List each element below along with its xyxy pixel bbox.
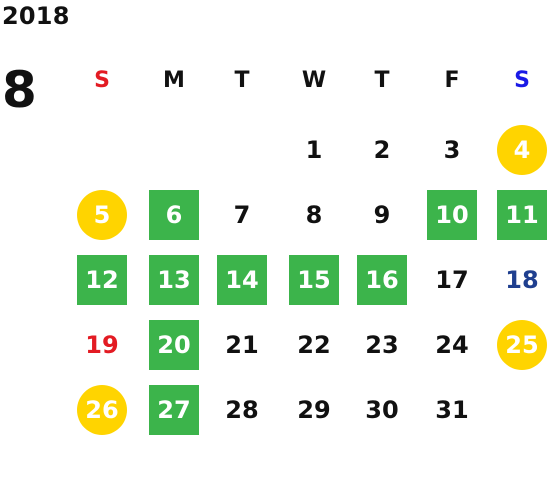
day-cell[interactable]	[146, 122, 202, 178]
day-cell[interactable]: 3	[424, 122, 480, 178]
day-number: 10	[427, 190, 477, 240]
day-cell[interactable]	[214, 122, 270, 178]
day-cell-highlighted[interactable]: 15	[286, 252, 342, 308]
day-cell[interactable]	[494, 382, 548, 438]
day-number: 4	[497, 125, 547, 175]
day-number: 16	[357, 255, 407, 305]
day-number: 31	[435, 396, 469, 424]
day-number: 3	[443, 136, 461, 164]
day-cell-highlighted[interactable]: 10	[424, 187, 480, 243]
year-label: 2018	[2, 2, 70, 30]
day-cell-highlighted[interactable]: 12	[74, 252, 130, 308]
day-number: 26	[77, 385, 127, 435]
day-number	[149, 125, 199, 175]
day-cell[interactable]: 29	[286, 382, 342, 438]
weekday-wednesday: W	[301, 67, 327, 93]
day-number: 27	[149, 385, 199, 435]
day-cell[interactable]: 24	[424, 317, 480, 373]
day-number: 14	[217, 255, 267, 305]
day-cell[interactable]: 8	[286, 187, 342, 243]
day-cell-highlighted[interactable]: 20	[146, 317, 202, 373]
weekday-sunday: S	[94, 67, 110, 93]
day-cell[interactable]: 28	[214, 382, 270, 438]
day-number: 17	[435, 266, 469, 294]
weekday-friday: F	[444, 67, 460, 93]
day-cell[interactable]: 21	[214, 317, 270, 373]
day-cell[interactable]: 23	[354, 317, 410, 373]
day-cell-highlighted[interactable]: 13	[146, 252, 202, 308]
day-cell-highlighted[interactable]: 27	[146, 382, 202, 438]
day-number	[217, 125, 267, 175]
day-cell[interactable]: 31	[424, 382, 480, 438]
day-number: 25	[497, 320, 547, 370]
day-number: 12	[77, 255, 127, 305]
day-number: 28	[225, 396, 259, 424]
weekday-tuesday: T	[234, 67, 250, 93]
day-cell-highlighted[interactable]: 11	[494, 187, 548, 243]
day-cell-highlighted[interactable]: 6	[146, 187, 202, 243]
day-cell[interactable]: 30	[354, 382, 410, 438]
day-number: 11	[497, 190, 547, 240]
day-cell-highlighted[interactable]: 16	[354, 252, 410, 308]
day-number	[497, 385, 547, 435]
day-number: 20	[149, 320, 199, 370]
day-cell-holiday[interactable]: 4	[494, 122, 548, 178]
day-number: 18	[505, 266, 539, 294]
day-number: 15	[289, 255, 339, 305]
day-number	[77, 125, 127, 175]
day-number: 13	[149, 255, 199, 305]
day-cell[interactable]: 22	[286, 317, 342, 373]
day-cell[interactable]	[74, 122, 130, 178]
day-number: 22	[297, 331, 331, 359]
day-number: 21	[225, 331, 259, 359]
day-number: 2	[373, 136, 391, 164]
day-cell[interactable]: 18	[494, 252, 548, 308]
day-number: 30	[365, 396, 399, 424]
day-number: 1	[305, 136, 323, 164]
day-cell-holiday[interactable]: 25	[494, 317, 548, 373]
day-cell-holiday[interactable]: 26	[74, 382, 130, 438]
day-number: 7	[233, 201, 251, 229]
day-number: 19	[85, 331, 119, 359]
day-cell-highlighted[interactable]: 14	[214, 252, 270, 308]
weekday-saturday: S	[514, 67, 530, 93]
day-cell[interactable]: 19	[74, 317, 130, 373]
weekday-monday: M	[163, 67, 185, 93]
day-number: 24	[435, 331, 469, 359]
day-number: 23	[365, 331, 399, 359]
day-number: 9	[373, 201, 391, 229]
day-number: 5	[77, 190, 127, 240]
day-cell-holiday[interactable]: 5	[74, 187, 130, 243]
day-cell[interactable]: 2	[354, 122, 410, 178]
day-cell[interactable]: 17	[424, 252, 480, 308]
day-number: 8	[305, 201, 323, 229]
day-cell[interactable]: 1	[286, 122, 342, 178]
day-number: 6	[149, 190, 199, 240]
month-number: 8	[2, 61, 37, 119]
day-cell[interactable]: 7	[214, 187, 270, 243]
weekday-thursday: T	[374, 67, 390, 93]
day-cell[interactable]: 9	[354, 187, 410, 243]
day-number: 29	[297, 396, 331, 424]
